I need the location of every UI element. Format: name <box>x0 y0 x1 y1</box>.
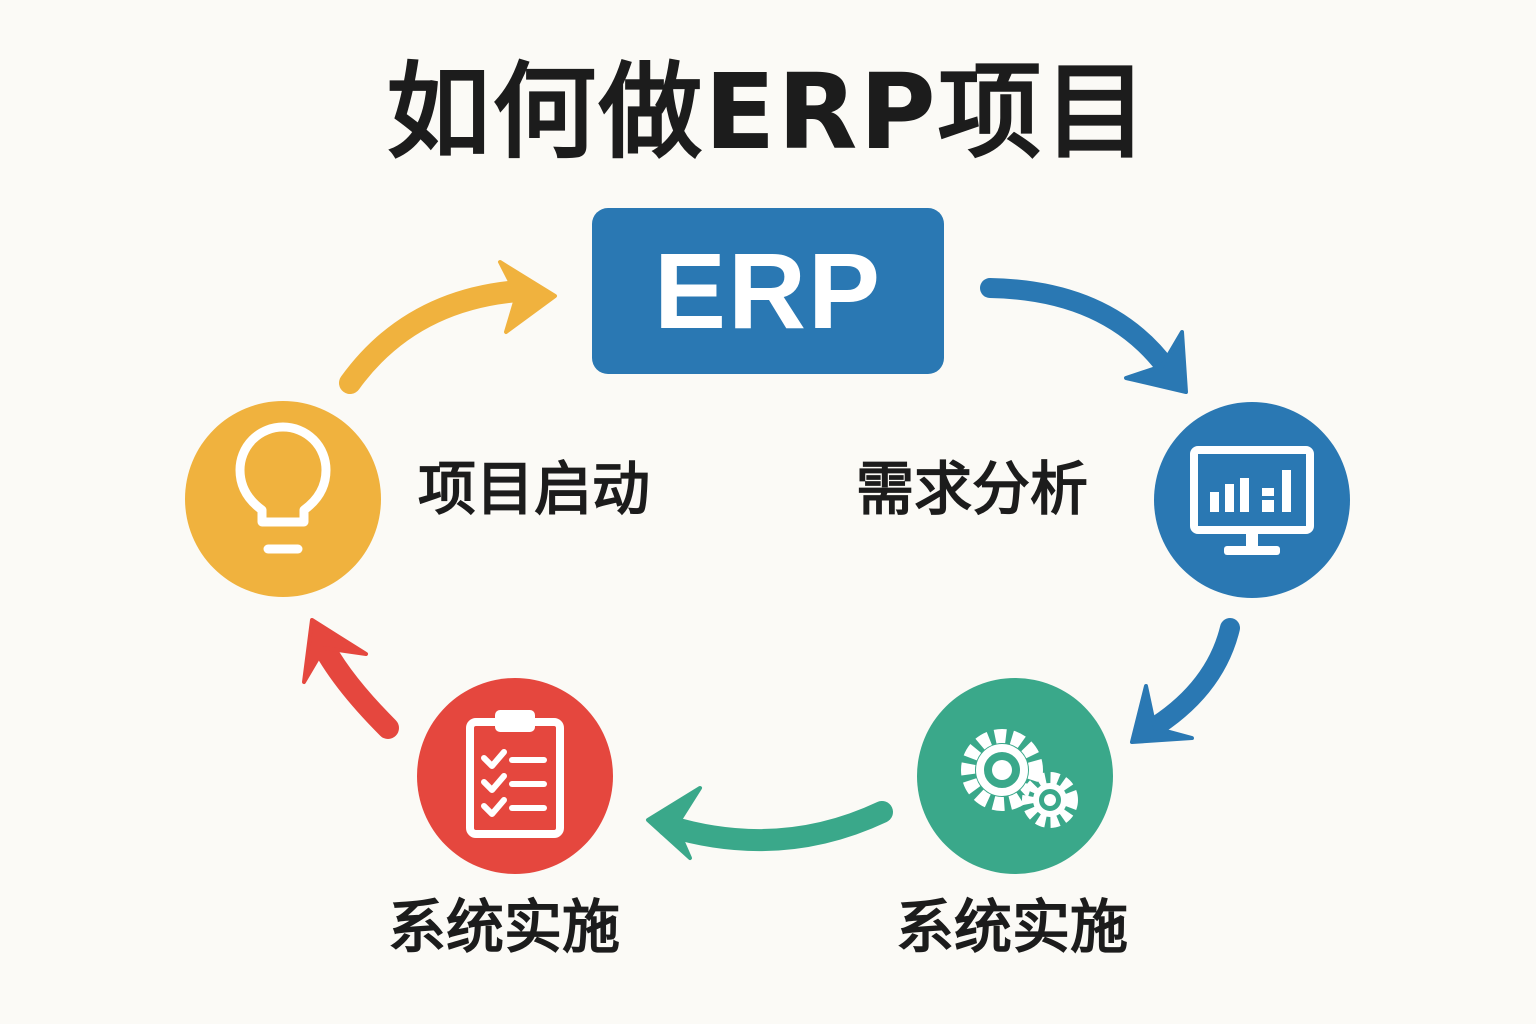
lightbulb-icon <box>235 422 331 554</box>
step-implementation-clipboard-node <box>417 678 613 874</box>
arrow-implementation-to-start <box>302 618 399 739</box>
arrow-implementation-to-implementation <box>646 786 893 860</box>
arrow-erp-to-analysis <box>980 278 1188 394</box>
step-label-implementation-gears: 系统实施 <box>896 893 1129 961</box>
step-implementation-gears-node <box>917 678 1113 874</box>
erp-center-label: ERP <box>653 230 883 351</box>
step-label-start: 项目启动 <box>418 455 651 523</box>
step-analysis-node <box>1154 402 1350 598</box>
step-label-analysis: 需求分析 <box>856 455 1089 523</box>
arrow-analysis-to-implementation <box>1130 618 1240 744</box>
erp-center-box: ERP <box>592 208 944 374</box>
clipboard-checklist-icon <box>466 710 564 838</box>
gears-icon <box>961 729 1078 828</box>
step-label-implementation-clipboard: 系统实施 <box>388 893 621 961</box>
page-title: 如何做ERP项目 <box>386 51 1150 173</box>
arrow-start-to-erp <box>339 260 557 394</box>
monitor-chart-icon <box>1190 446 1314 555</box>
step-start-node <box>185 401 381 597</box>
